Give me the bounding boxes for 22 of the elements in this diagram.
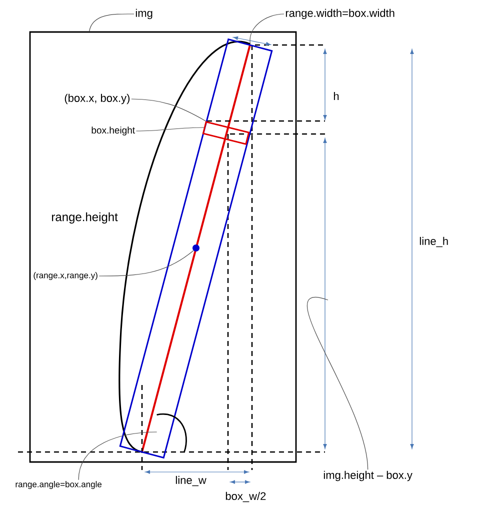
angle-arc xyxy=(156,413,187,452)
center-dot xyxy=(192,244,200,252)
leader-line xyxy=(306,296,368,470)
leader-line xyxy=(136,127,204,132)
dimension-label: line_h xyxy=(420,236,448,248)
leader-text: range.angle=box.angle xyxy=(16,481,102,489)
leader-text: img xyxy=(136,8,152,20)
dimension-label: h xyxy=(334,92,339,100)
leader-text: (range.x,range.y) xyxy=(34,272,98,280)
leader-text: img.height – box.y xyxy=(324,470,412,482)
image-frame xyxy=(29,31,297,463)
leader-text: (box.x, box.y) xyxy=(64,94,130,104)
leader-line xyxy=(131,98,206,122)
leader-text: box.height xyxy=(92,126,135,136)
leader-line xyxy=(89,14,134,32)
leader-line xyxy=(78,432,158,480)
leader-line xyxy=(98,250,194,276)
leader-line xyxy=(250,14,284,45)
curve-label: range.height xyxy=(52,212,118,224)
dimension-label: box_w/2 xyxy=(226,492,266,502)
leader-text: range.width=box.width xyxy=(286,8,394,20)
dimension-label: line_w xyxy=(176,476,206,486)
